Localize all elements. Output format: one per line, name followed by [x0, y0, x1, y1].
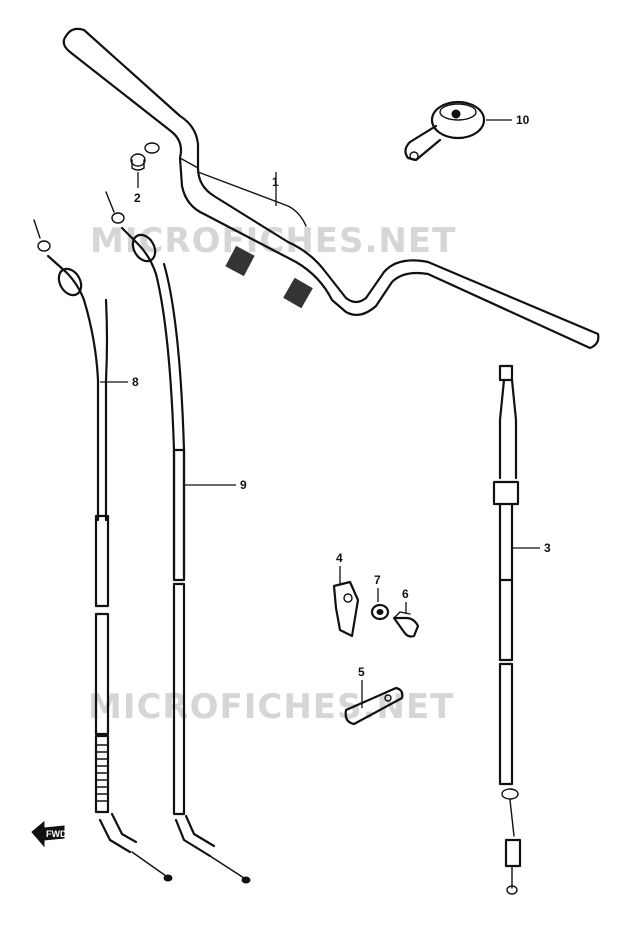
callout-4: 4: [336, 551, 343, 565]
cable-guide: [344, 686, 404, 726]
cap: [130, 153, 146, 171]
fwd-label: FWD: [46, 829, 67, 839]
watermark-top: MICROFICHES.NET: [90, 221, 456, 261]
callout-6: 6: [402, 587, 409, 601]
callout-1: 1: [272, 175, 279, 189]
cable-clamp: [332, 580, 360, 638]
callout-7: 7: [374, 573, 381, 587]
throttle-grip: [404, 100, 486, 162]
bolt: [392, 611, 420, 638]
washer: [370, 603, 390, 621]
fwd-arrow-icon: FWD: [31, 820, 67, 848]
callout-5: 5: [358, 665, 365, 679]
callout-2: 2: [134, 191, 141, 205]
cable-right: [492, 364, 522, 895]
cable-middle: [105, 191, 251, 884]
callout-10: 10: [516, 113, 530, 127]
callout-9: 9: [240, 478, 247, 492]
watermark-bottom: MICROFICHES.NET: [88, 687, 454, 727]
callout-8: 8: [132, 375, 139, 389]
cable-left: [33, 219, 173, 882]
callout-3: 3: [544, 541, 551, 555]
handlebar: [62, 27, 600, 350]
